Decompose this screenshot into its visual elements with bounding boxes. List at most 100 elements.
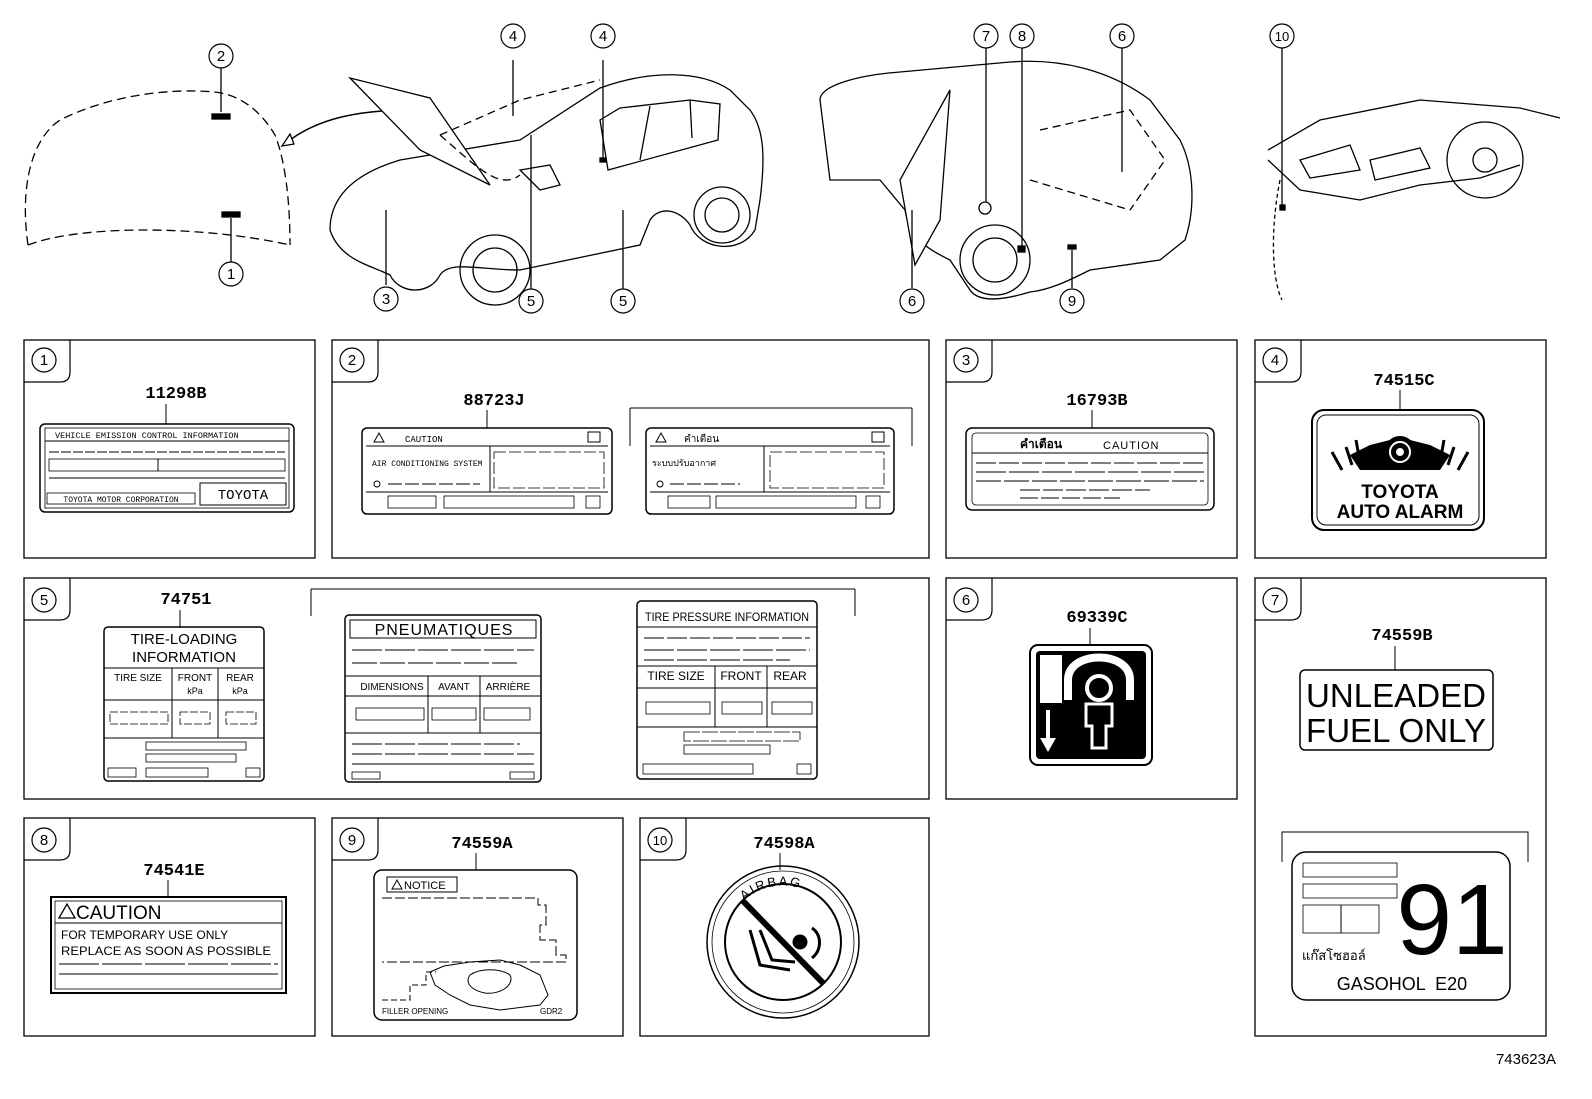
panel-10-frame	[639, 817, 930, 1037]
svg-text:CAUTION: CAUTION	[405, 435, 443, 445]
manual-icon	[587, 431, 601, 443]
svg-text:8: 8	[40, 832, 48, 849]
part-number: 69339C	[1066, 609, 1127, 628]
svg-text:REAR: REAR	[773, 669, 807, 683]
part-number: 88723J	[463, 392, 524, 411]
svg-text:REPLACE AS SOON AS POSSIBLE: REPLACE AS SOON AS POSSIBLE	[61, 944, 271, 958]
part-number: 74751	[160, 591, 211, 610]
warning-icon	[57, 902, 77, 919]
svg-text:6: 6	[962, 592, 970, 609]
svg-text:DIMENSIONS: DIMENSIONS	[360, 682, 424, 693]
svg-text:UNLEADED: UNLEADED	[1306, 677, 1486, 714]
callout-5a: 5	[518, 288, 544, 314]
car-rear-illustration	[819, 48, 1193, 300]
svg-text:1: 1	[40, 352, 48, 369]
maker-name: TOYOTA MOTOR CORPORATION	[63, 496, 178, 505]
panel-3-tab: 3	[946, 340, 993, 383]
panel-2-tab: 2	[332, 340, 379, 383]
emission-header: VEHICLE EMISSION CONTROL INFORMATION	[55, 431, 239, 441]
svg-text:7: 7	[982, 28, 990, 45]
svg-text:REAR: REAR	[226, 673, 254, 684]
panel-4-label: 74515C TOYOTA AUTO ALARM	[1311, 372, 1485, 531]
panel-9-label: 74559A NOTICE FILLER OPENING GDR2	[373, 835, 578, 1021]
panel-8-label: 74541E CAUTION FOR TEMPORARY USE ONLY RE…	[50, 862, 287, 994]
panel-1-tab: 1	[24, 340, 71, 383]
dashboard-illustration	[1267, 48, 1561, 301]
panel-8-tab: 8	[24, 818, 71, 861]
svg-text:FILLER OPENING: FILLER OPENING	[382, 1007, 448, 1016]
svg-text:INFORMATION: INFORMATION	[132, 649, 236, 666]
svg-text:TIRE-LOADING: TIRE-LOADING	[131, 631, 238, 648]
svg-text:CAUTION: CAUTION	[1103, 440, 1160, 452]
callout-2: 2	[208, 43, 234, 69]
panel-10-label: 74598A AIRBAG	[706, 835, 860, 1019]
panel-10-tab: 10	[640, 818, 687, 861]
part-number: 74559A	[451, 835, 513, 854]
svg-text:9: 9	[348, 832, 356, 849]
panel-3-frame	[945, 339, 1238, 559]
diagram-id: 743623A	[1496, 1051, 1556, 1068]
svg-text:10: 10	[653, 833, 667, 848]
octane-number: 91	[1396, 864, 1507, 976]
car-front-illustration	[329, 60, 764, 306]
svg-text:AIR CONDITIONING SYSTEM: AIR CONDITIONING SYSTEM	[372, 460, 483, 469]
svg-text:ARRIÈRE: ARRIÈRE	[486, 680, 531, 693]
warning-icon	[373, 431, 385, 443]
part-number: 16793B	[1066, 392, 1127, 411]
callout-9: 9	[1059, 288, 1085, 314]
svg-text:CAUTION: CAUTION	[76, 903, 162, 924]
svg-text:PNEUMATIQUES: PNEUMATIQUES	[375, 622, 514, 639]
svg-text:1: 1	[227, 266, 235, 283]
callout-8: 8	[1009, 23, 1035, 49]
svg-text:kPa: kPa	[187, 686, 203, 696]
svg-text:FOR TEMPORARY USE ONLY: FOR TEMPORARY USE ONLY	[61, 928, 228, 942]
svg-text:AVANT: AVANT	[438, 682, 470, 693]
panel-3-label: 16793B คำเตือน CAUTION	[965, 392, 1215, 511]
panel-9-tab: 9	[332, 818, 379, 861]
child-seat-airbag-icon	[739, 897, 827, 987]
svg-text:FRONT: FRONT	[178, 673, 212, 684]
callout-6a: 6	[1109, 23, 1135, 49]
svg-text:FRONT: FRONT	[720, 669, 762, 683]
svg-text:10: 10	[1275, 29, 1289, 44]
panel-5-frame	[23, 577, 930, 800]
hood-illustration	[24, 68, 411, 262]
panel-7-tab: 7	[1255, 578, 1302, 621]
panel-2-label: 88723J CAUTION AIR CONDITIONING SYSTEM ค…	[361, 392, 913, 515]
svg-text:2: 2	[348, 352, 356, 369]
svg-text:5: 5	[40, 592, 48, 609]
part-number: 74598A	[753, 835, 815, 854]
svg-text:6: 6	[908, 293, 916, 310]
svg-text:6: 6	[1118, 28, 1126, 45]
part-number: 74541E	[143, 862, 204, 881]
svg-text:5: 5	[527, 293, 535, 310]
svg-text:kPa: kPa	[232, 686, 248, 696]
callout-circles: 2 1 4 4 3 5 5 7 8 6 6 9 10	[208, 23, 1295, 314]
panel-5-label: 74751 TIRE-LOADING INFORMATION TIRE SIZE…	[103, 588, 856, 783]
svg-text:4: 4	[599, 28, 607, 45]
panel-6-label: 69339C	[1029, 609, 1153, 766]
svg-text:8: 8	[1018, 28, 1026, 45]
callout-4a: 4	[500, 23, 526, 49]
svg-text:คำเตือน: คำเตือน	[1020, 437, 1063, 451]
svg-text:GASOHOL E20: GASOHOL E20	[1337, 974, 1467, 994]
callout-6b: 6	[899, 288, 925, 314]
callout-4b: 4	[590, 23, 616, 49]
svg-text:TIRE SIZE: TIRE SIZE	[647, 669, 704, 683]
svg-text:9: 9	[1068, 293, 1076, 310]
svg-text:คำเตือน: คำเตือน	[684, 433, 719, 445]
svg-text:ระบบปรับอากาศ: ระบบปรับอากาศ	[652, 459, 716, 469]
panel-5-tab: 5	[24, 578, 71, 621]
svg-text:NOTICE: NOTICE	[404, 880, 446, 892]
svg-text:FUEL ONLY: FUEL ONLY	[1306, 712, 1486, 749]
panel-1-frame	[23, 339, 316, 559]
panel-8-frame	[23, 817, 316, 1037]
panel-6-frame	[945, 577, 1238, 800]
callout-1: 1	[218, 261, 244, 287]
part-number: 74515C	[1373, 372, 1434, 391]
svg-text:AUTO ALARM: AUTO ALARM	[1337, 502, 1464, 523]
toyota-brand: TOYOTA	[218, 488, 269, 504]
svg-text:3: 3	[962, 352, 970, 369]
svg-text:3: 3	[382, 291, 390, 308]
